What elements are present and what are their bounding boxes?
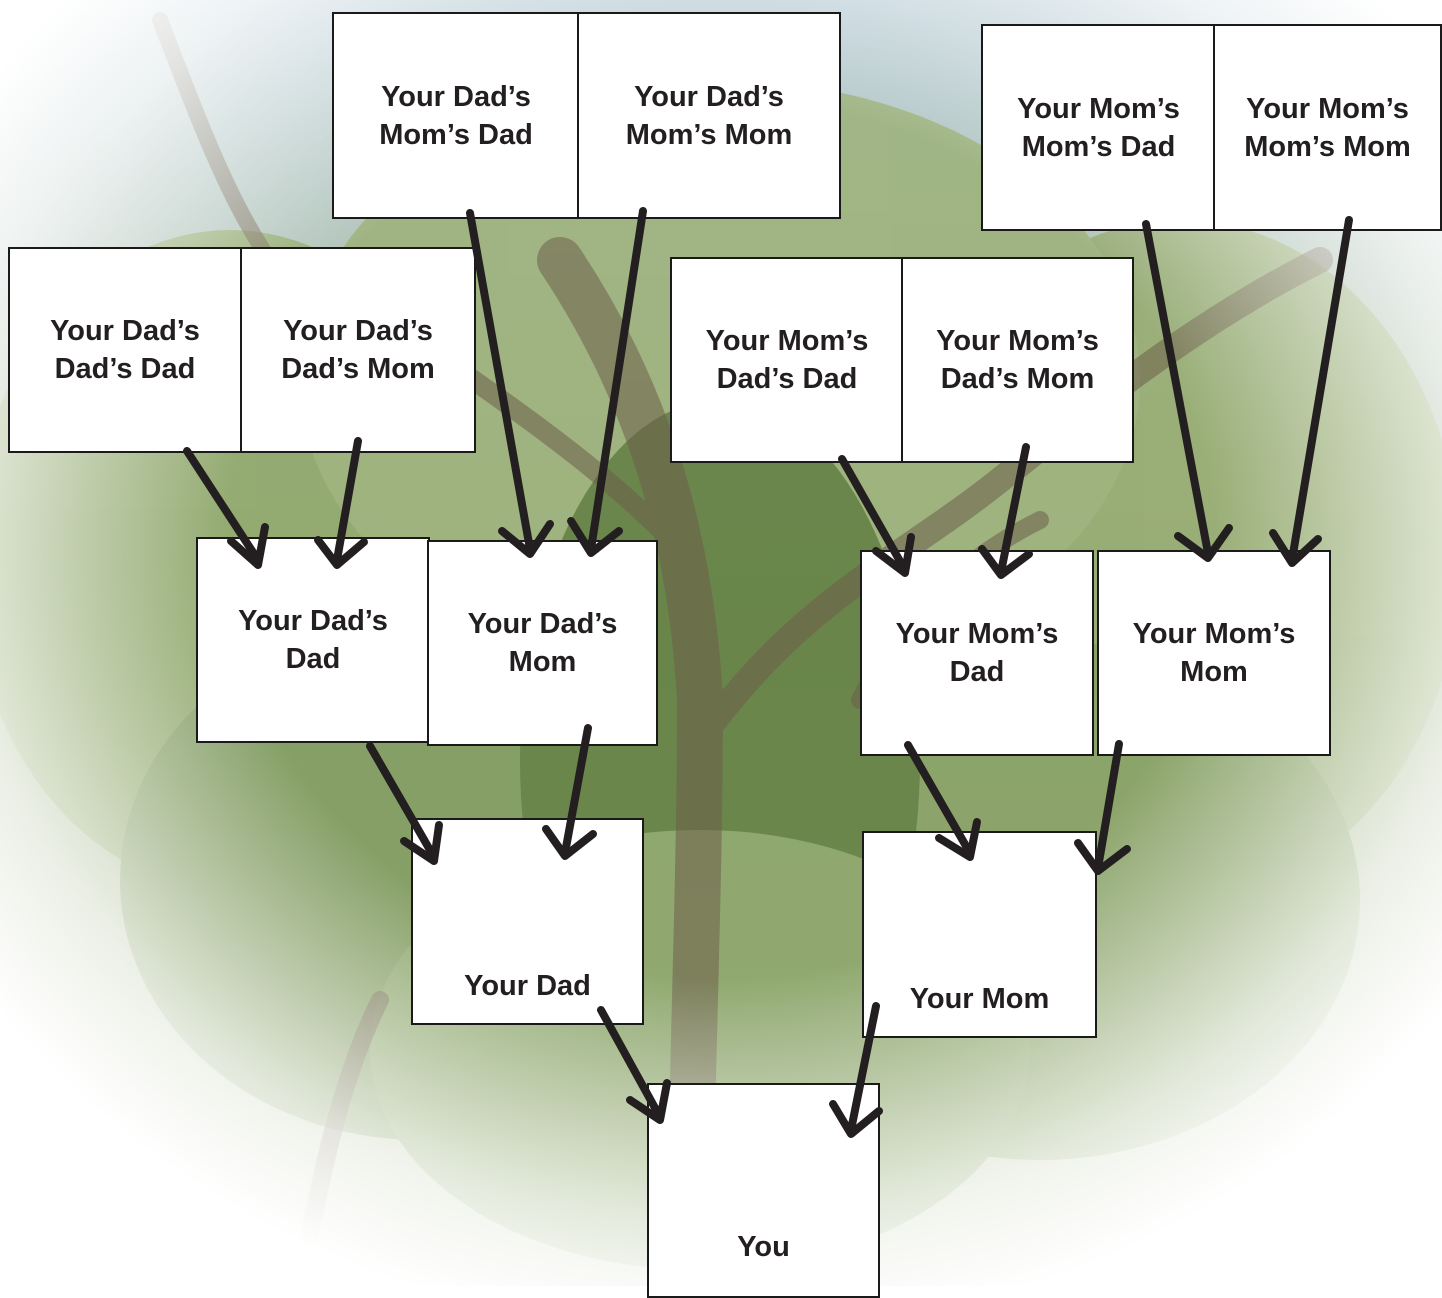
box-dads-moms-dad: Your Dad’s Mom’s Dad: [332, 12, 580, 219]
box-moms-mom: Your Mom’s Mom: [1097, 550, 1331, 756]
box-moms-moms-dad: Your Mom’s Mom’s Dad: [981, 24, 1216, 231]
box-moms-dad: Your Mom’s Dad: [860, 550, 1094, 756]
label-dads-moms-mom: Your Dad’s Mom’s Mom: [625, 80, 793, 151]
box-moms-moms-mom: Your Mom’s Mom’s Mom: [1213, 24, 1442, 231]
label-moms-dads-mom: Your Mom’s Dad’s Mom: [936, 325, 1099, 395]
label-dads-dads-mom: Your Dad’s Dad’s Mom: [281, 315, 435, 385]
label-you: You: [737, 1231, 790, 1263]
label-moms-moms-dad: Your Mom’s Mom’s Dad: [1017, 92, 1180, 163]
box-moms-dads-mom: Your Mom’s Dad’s Mom: [901, 257, 1134, 463]
label-dads-dads-dad: Your Dad’s Dad’s Dad: [50, 315, 200, 385]
label-dads-mom: Your Dad’s Mom: [467, 608, 618, 678]
box-dad: Your Dad: [411, 818, 644, 1025]
label-dads-dad: Your Dad’s Dad: [238, 605, 388, 675]
box-mom: Your Mom: [862, 831, 1097, 1038]
box-dads-dads-dad: Your Dad’s Dad’s Dad: [8, 247, 242, 453]
box-dads-moms-mom: Your Dad’s Mom’s Mom: [577, 12, 841, 219]
label-dad: Your Dad: [464, 970, 591, 1002]
label-dads-moms-dad: Your Dad’s Mom’s Dad: [379, 80, 533, 151]
label-moms-mom: Your Mom’s Mom: [1132, 618, 1296, 688]
box-dads-dad: Your Dad’s Dad: [196, 537, 430, 743]
label-moms-moms-mom: Your Mom’s Mom’s Mom: [1244, 92, 1411, 163]
box-moms-dads-dad: Your Mom’s Dad’s Dad: [670, 257, 904, 463]
box-you: You: [647, 1083, 880, 1298]
box-dads-dads-mom: Your Dad’s Dad’s Mom: [240, 247, 476, 453]
label-moms-dad: Your Mom’s Dad: [895, 618, 1059, 688]
label-mom: Your Mom: [909, 983, 1050, 1015]
box-dads-mom: Your Dad’s Mom: [427, 540, 658, 746]
label-moms-dads-dad: Your Mom’s Dad’s Dad: [705, 325, 869, 395]
